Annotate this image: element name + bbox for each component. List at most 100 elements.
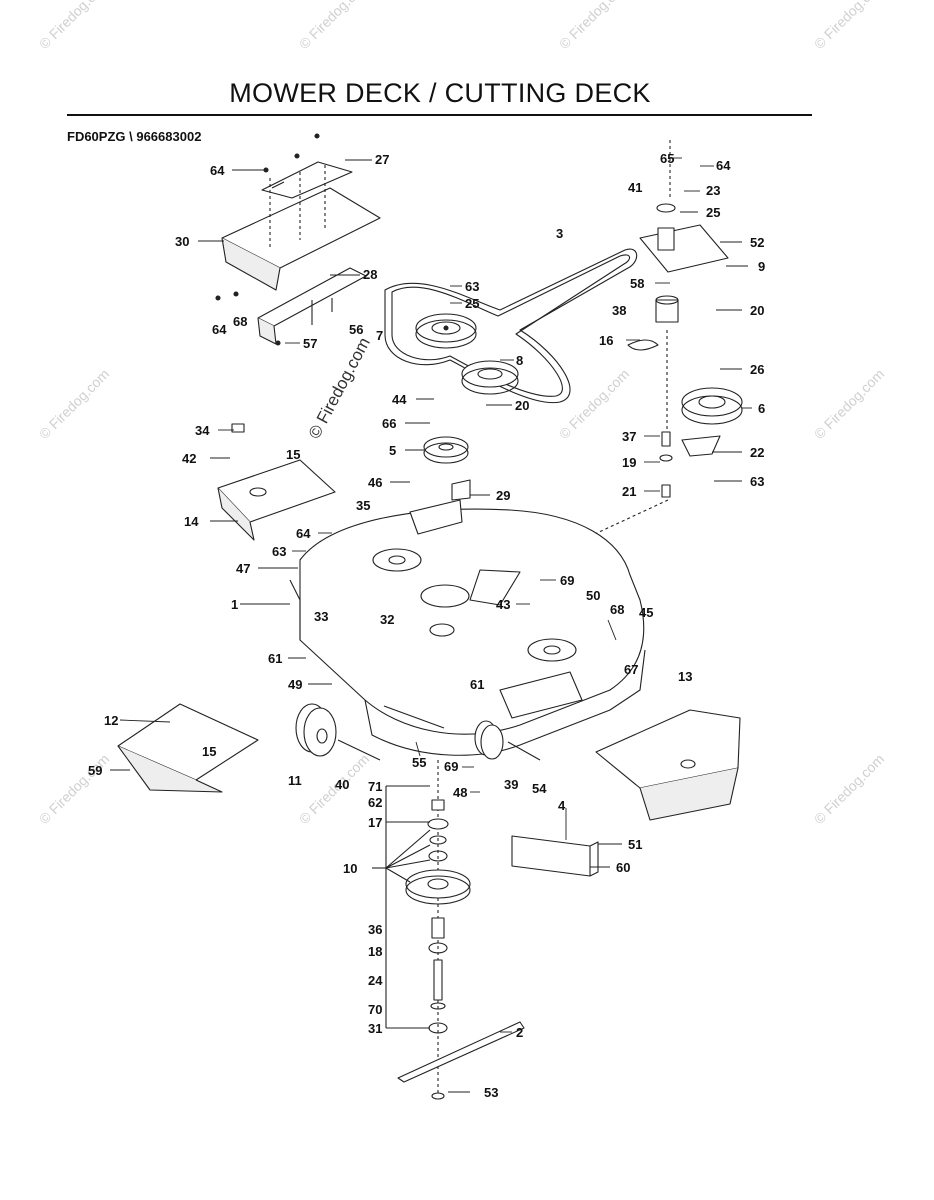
callout: 38: [612, 303, 626, 318]
callout: 8: [516, 353, 523, 368]
callout: 18: [368, 944, 382, 959]
callout: 46: [368, 475, 382, 490]
callout: 69: [444, 759, 458, 774]
callout: 30: [175, 234, 189, 249]
bracket-4-part: [511, 835, 599, 877]
callout: 56: [349, 322, 363, 337]
callout: 13: [678, 669, 692, 684]
discharge-chute-part: [595, 709, 741, 821]
callout: 64: [212, 322, 227, 337]
drive-belt-part: [384, 248, 638, 404]
callout: 52: [750, 235, 764, 250]
callout: 65: [660, 151, 674, 166]
callout: 6: [758, 401, 765, 416]
callout: 45: [639, 605, 653, 620]
callout: 70: [368, 1002, 382, 1017]
callout: 10: [343, 861, 357, 876]
title-rule: [67, 114, 812, 116]
callout: 34: [195, 423, 210, 438]
spindle-assembly-part: [397, 760, 525, 1100]
callout: 3: [556, 226, 563, 241]
mower-deck-housing-part: [289, 508, 646, 756]
callout: 50: [586, 588, 600, 603]
callout: 16: [599, 333, 613, 348]
callout: 28: [363, 267, 377, 282]
pulley-6-part: [681, 387, 743, 425]
callout: 19: [622, 455, 636, 470]
bracket-28-part: [215, 267, 367, 346]
callout: 17: [368, 815, 382, 830]
callout: 44: [392, 392, 407, 407]
callout: 27: [375, 152, 389, 167]
callout: 49: [288, 677, 302, 692]
callout: 54: [532, 781, 547, 796]
callout: 9: [758, 259, 765, 274]
callout: 42: [182, 451, 196, 466]
callout: 68: [610, 602, 624, 617]
callout: 14: [184, 514, 199, 529]
callout: 20: [515, 398, 529, 413]
watermark: © Firedog.com: [811, 751, 887, 827]
anti-scalp-wheel-left: [295, 703, 337, 757]
callout: 32: [380, 612, 394, 627]
callout: 51: [628, 837, 642, 852]
callout: 11: [288, 773, 302, 788]
callout: 61: [470, 677, 484, 692]
callout: 60: [616, 860, 630, 875]
callout: 57: [303, 336, 317, 351]
callout: 43: [496, 597, 510, 612]
callout: 2: [516, 1025, 523, 1040]
axle-bolts: [337, 705, 541, 761]
callout: 63: [272, 544, 286, 559]
callout: 64: [296, 526, 311, 541]
callout: 21: [622, 484, 636, 499]
watermark: © Firedog.com: [556, 0, 632, 52]
side-shield-12-part: [117, 703, 259, 793]
belt-shield-part: [221, 133, 381, 291]
watermark: © Firedog.com: [36, 0, 112, 52]
callout: 33: [314, 609, 328, 624]
callout: 29: [496, 488, 510, 503]
callout: 40: [335, 777, 349, 792]
callout: 24: [368, 973, 383, 988]
watermark: © Firedog.com: [811, 0, 887, 52]
callout: 12: [104, 713, 118, 728]
callout: 39: [504, 777, 518, 792]
callout: 66: [382, 416, 396, 431]
callout: 20: [750, 303, 764, 318]
callout: 36: [368, 922, 382, 937]
pulley-8-part: [461, 360, 519, 395]
callout: 7: [376, 328, 383, 343]
pulley-7-part: [415, 313, 477, 349]
callout: 37: [622, 429, 636, 444]
idler-arm-part: [639, 140, 729, 273]
watermark: © Firedog.com: [296, 0, 372, 52]
callout: 4: [558, 798, 566, 813]
callout: 15: [286, 447, 300, 462]
callout: 68: [233, 314, 247, 329]
callout: 53: [484, 1085, 498, 1100]
callout: 64: [210, 163, 225, 178]
anti-scalp-wheel-right: [474, 720, 504, 760]
callout: 35: [356, 498, 370, 513]
callout: 25: [465, 296, 479, 311]
spindle-callout-bracket: [372, 785, 431, 1029]
callout: 47: [236, 561, 250, 576]
callout: 61: [268, 651, 282, 666]
callout: 26: [750, 362, 764, 377]
callout: 23: [706, 183, 720, 198]
callout: 69: [560, 573, 574, 588]
callout: 63: [465, 279, 479, 294]
callout: 59: [88, 763, 102, 778]
callout: 62: [368, 795, 382, 810]
callout: 67: [624, 662, 638, 677]
callout: 22: [750, 445, 764, 460]
bracket-29-part: [409, 479, 471, 535]
callout: 31: [368, 1021, 382, 1036]
leader-lines: [110, 157, 752, 1093]
callout: 1: [231, 597, 238, 612]
callout: 5: [389, 443, 396, 458]
callout: 55: [412, 755, 426, 770]
callout: 71: [368, 779, 382, 794]
